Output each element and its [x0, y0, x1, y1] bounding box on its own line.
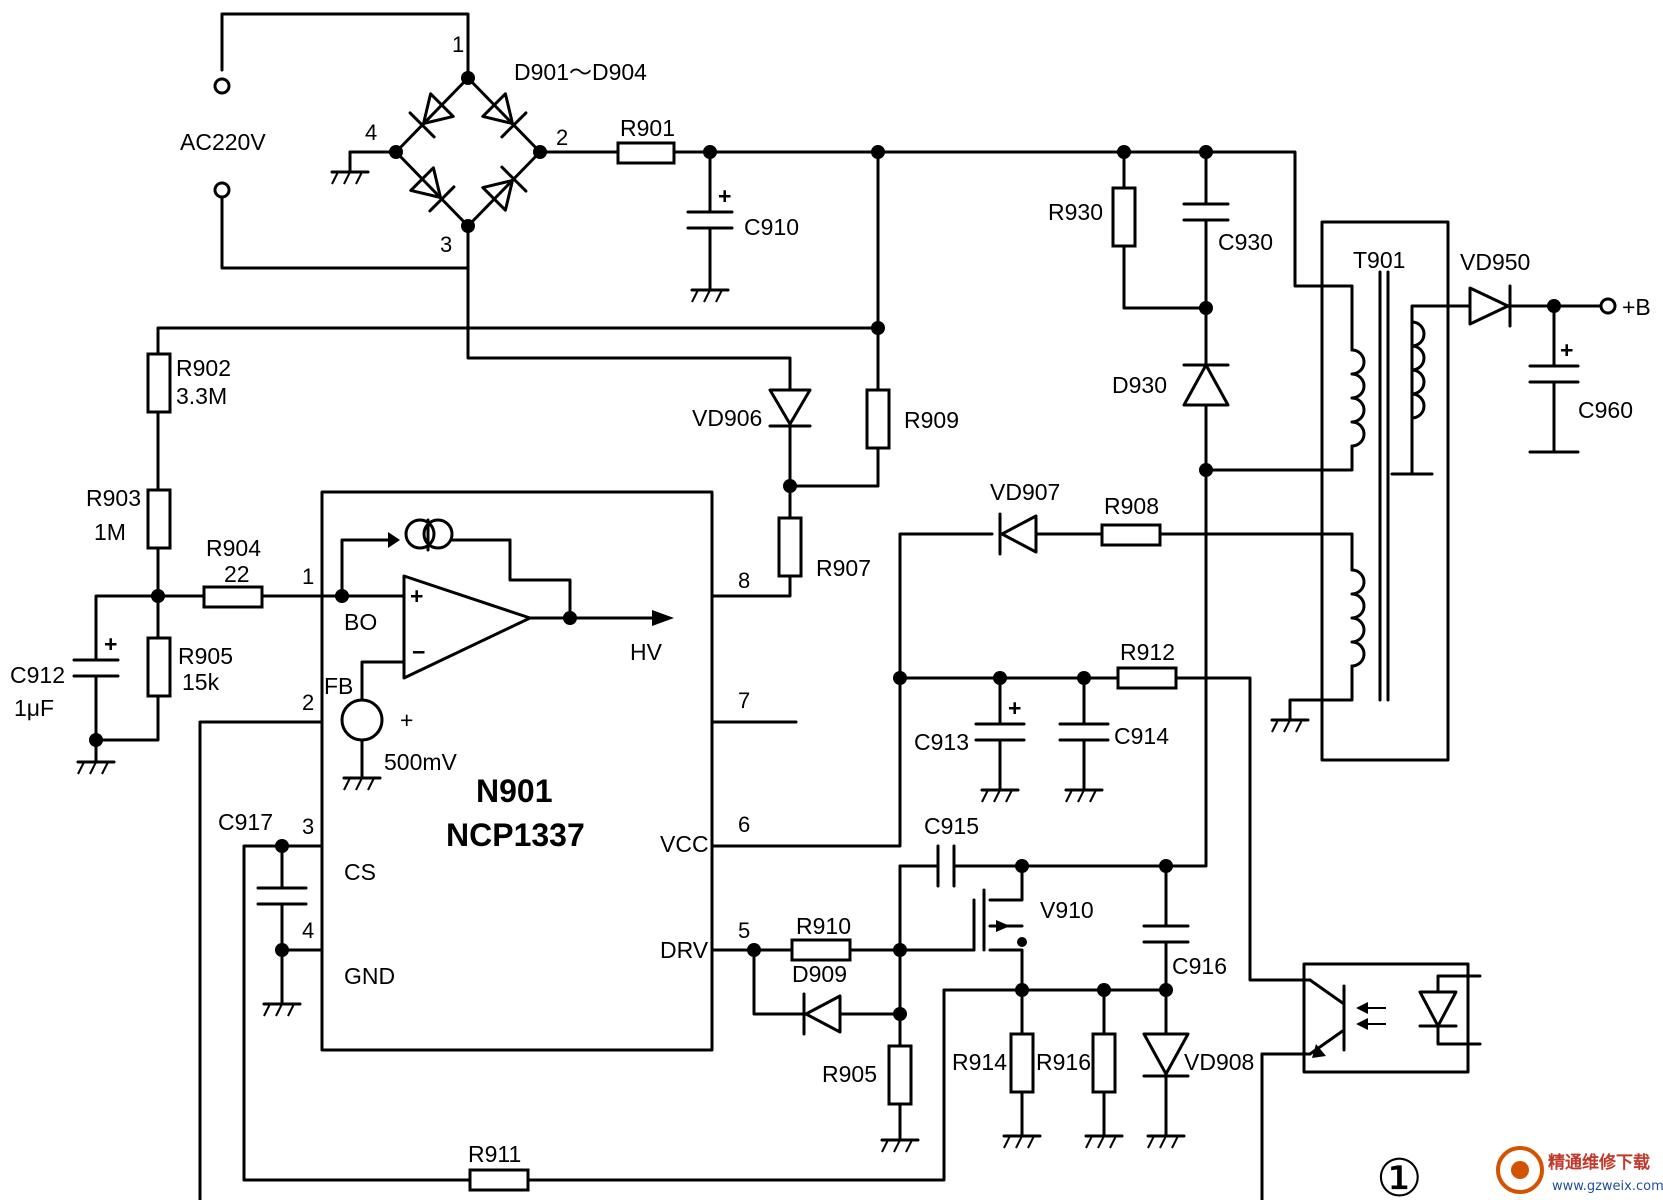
r905a-value: 15k [182, 669, 220, 695]
r901-label: R901 [620, 115, 675, 141]
ac-label: AC220V [180, 129, 266, 155]
gnd-label: GND [344, 963, 395, 989]
ic-ref: N901 [476, 773, 553, 809]
r905b-label: R905 [822, 1061, 877, 1087]
pin-8: 8 [738, 568, 750, 593]
svg-text:+: + [718, 183, 731, 209]
r910-label: R910 [796, 913, 851, 939]
bridge-label: D901～D904 [514, 59, 647, 85]
snubber: R930 C930 D930 [1048, 150, 1342, 867]
watermark-text: 精通维修下载 [1548, 1152, 1650, 1173]
pin-6: 6 [738, 812, 750, 837]
pin-5: 5 [738, 918, 750, 943]
r904-label: R904 [206, 535, 261, 561]
t901-label: T901 [1353, 247, 1405, 273]
r904-value: 22 [224, 561, 250, 587]
fb-plus: + [400, 707, 413, 733]
r912-label: R912 [1120, 639, 1175, 665]
v910-label: V910 [1040, 897, 1094, 923]
hv-label: HV [630, 639, 663, 665]
figure-mark: ① [1376, 1149, 1423, 1200]
ac-input: AC220V [180, 12, 470, 270]
pin-4: 4 [302, 918, 314, 943]
bridge-pin-2: 2 [556, 125, 568, 150]
c910-label: C910 [744, 214, 799, 240]
optocoupler [1260, 962, 1482, 1200]
c912-label: C912 [10, 662, 65, 688]
r902-label: R902 [176, 355, 231, 381]
r916-label: R916 [1036, 1049, 1091, 1075]
svg-text:+: + [1008, 695, 1021, 721]
d909-label: D909 [792, 961, 847, 987]
r901-body [616, 141, 676, 165]
hv-feed: VD906 R909 R907 [466, 266, 959, 598]
bridge-rectifier: 1 2 3 4 D901～D904 [330, 32, 647, 270]
output-stage: +B VD950 + C960 [1438, 249, 1651, 454]
vd907-label: VD907 [990, 479, 1060, 505]
r903-label: R903 [86, 485, 141, 511]
drv-network: R910 D909 R905 C915 V910 [710, 813, 1254, 1154]
r914-label: R914 [952, 1049, 1007, 1075]
d930-label: D930 [1112, 372, 1167, 398]
watermark: 精通维修下载 www.gzweix.com [1496, 1146, 1663, 1194]
c910: + C910 [686, 150, 799, 304]
startup-chain: R902 3.3M R903 1M R905 15k + C912 1μF R9… [10, 150, 885, 776]
vd908-label: VD908 [1184, 1049, 1254, 1075]
fb-label: FB [324, 673, 353, 699]
r902-value: 3.3M [176, 383, 227, 409]
c960-label: C960 [1578, 397, 1633, 423]
t901: T901 [1270, 220, 1472, 762]
c916-label: C916 [1172, 953, 1227, 979]
r911-label: R911 [468, 1141, 521, 1167]
bridge-pin-4: 4 [365, 120, 377, 145]
r930-label: R930 [1048, 199, 1103, 225]
pin-1: 1 [302, 564, 314, 589]
svg-text:+: + [1560, 337, 1573, 363]
c914-label: C914 [1114, 723, 1169, 749]
watermark-url: www.gzweix.com [1552, 1179, 1663, 1194]
vd906-label: VD906 [692, 405, 762, 431]
pin-3: 3 [302, 814, 314, 839]
pin-2: 2 [302, 690, 314, 715]
vcc-label: VCC [660, 831, 709, 857]
svg-text:+: + [104, 631, 117, 657]
pin-7: 7 [738, 688, 750, 713]
vd950-label: VD950 [1460, 249, 1530, 275]
r903-value: 1M [94, 519, 126, 545]
r905a-label: R905 [178, 643, 233, 669]
cs-label: CS [344, 859, 376, 885]
c917-label: C917 [218, 809, 273, 835]
c915-label: C915 [924, 813, 979, 839]
svg-text:+: + [410, 583, 423, 609]
r909-label: R909 [904, 407, 959, 433]
r907-label: R907 [816, 555, 871, 581]
plus-b-label: +B [1622, 294, 1651, 320]
r908-label: R908 [1104, 493, 1159, 519]
c912-value: 1μF [14, 695, 54, 721]
c930-label: C930 [1218, 229, 1273, 255]
bridge-pin-1: 1 [452, 32, 464, 57]
fb-voltage: 500mV [384, 749, 458, 775]
figure-number: ① [1376, 1149, 1423, 1200]
bridge-pin-3: 3 [440, 232, 452, 257]
c913-label: C913 [914, 729, 969, 755]
ic-n901: + − HV BO FB + 500mV N901 NCP1337 CS GND… [198, 490, 798, 1200]
ic-part: NCP1337 [446, 817, 585, 853]
bo-label: BO [344, 609, 377, 635]
drv-label: DRV [660, 937, 709, 963]
svg-text:−: − [412, 639, 425, 665]
vcc-network: VD907 R908 + C913 C914 R912 [710, 479, 1342, 982]
